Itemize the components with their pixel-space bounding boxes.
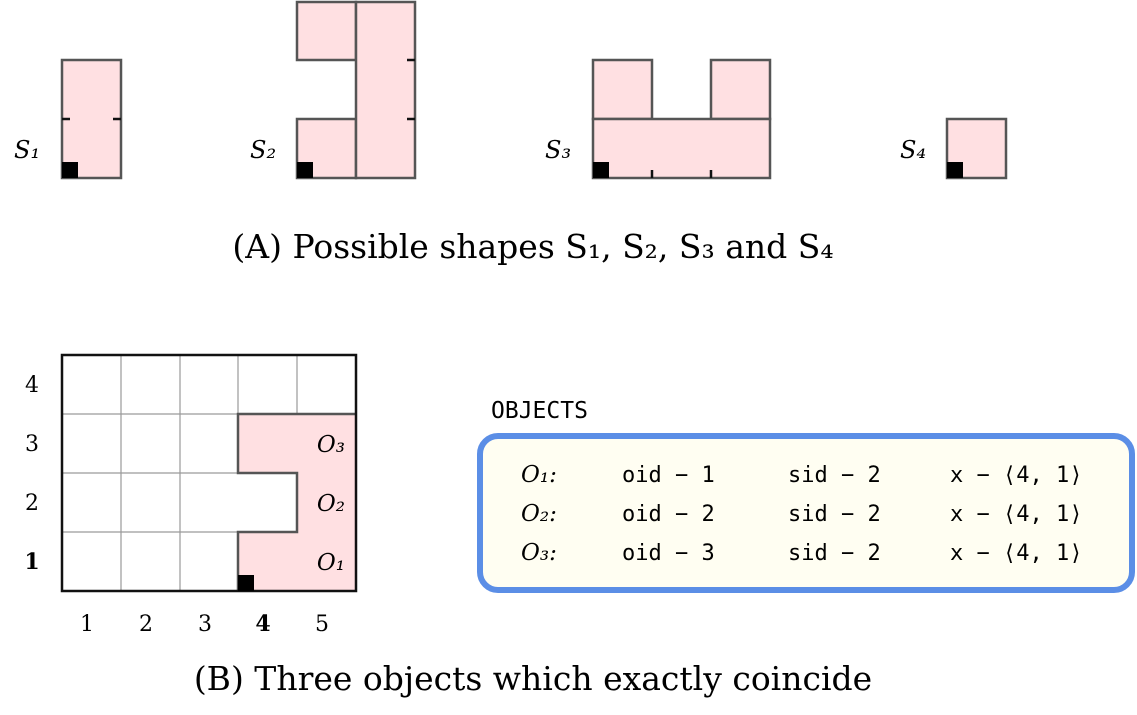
object-row-name: O₁: (521, 462, 557, 488)
shape-s1-body (60, 58, 123, 180)
object-row-sid: sid − 2 (788, 463, 881, 488)
objects-row: O₃: oid − 3 sid − 2 x − ⟨4, 1⟩ (521, 540, 1082, 566)
grid-origin-marker (238, 575, 254, 591)
y-axis-label: 3 (25, 432, 39, 457)
shape-s3-top-left-cell (591, 58, 654, 121)
object-row-oid: oid − 1 (622, 463, 715, 488)
shape-s3-top-right-cell (709, 58, 772, 121)
object-row-sid: sid − 2 (788, 541, 881, 566)
x-axis-label-bold: 4 (255, 611, 270, 637)
object-label-o3: O₃ (317, 432, 345, 458)
object-label-o2: O₂ (317, 491, 345, 517)
y-axis-label: 4 (25, 373, 39, 398)
shape-s4-origin-marker (947, 162, 963, 178)
object-row-name: O₂: (521, 501, 557, 527)
shapes-panel: S₁ S₂ S₃ S₄ (A) Possible s (14, 0, 1008, 266)
shape-s3: S₃ (545, 58, 772, 180)
shape-s2: S₂ (250, 0, 417, 180)
shape-s2-column (354, 0, 417, 180)
shape-s1-label: S₁ (14, 136, 40, 164)
object-row-x: x − ⟨4, 1⟩ (950, 541, 1082, 566)
shapes-caption: (A) Possible shapes S₁, S₂, S₃ and S₄ (232, 227, 833, 266)
x-axis-label: 1 (80, 612, 94, 637)
objects-panel: OBJECTS O₁: oid − 1 sid − 2 x − ⟨4, 1⟩ O… (477, 398, 1135, 593)
shape-s2-origin-marker (297, 162, 313, 178)
objects-outline (236, 412, 356, 591)
object-row-sid: sid − 2 (788, 502, 881, 527)
grid-border (60, 353, 358, 593)
objects-row: O₁: oid − 1 sid − 2 x − ⟨4, 1⟩ (521, 462, 1082, 488)
grid-panel: O₃ O₂ O₁ 4 3 2 1 1 2 3 4 5 (B) Three obj… (24, 353, 872, 698)
shape-s1: S₁ (14, 58, 123, 180)
object-label-o1: O₁ (317, 550, 345, 576)
x-axis-label: 3 (198, 612, 212, 637)
x-axis-label: 5 (315, 612, 329, 637)
object-row-oid: oid − 2 (622, 502, 715, 527)
shape-s3-label: S₃ (545, 136, 571, 164)
object-row-name: O₃: (521, 540, 557, 566)
x-axis-label: 2 (139, 612, 153, 637)
y-axis-label-bold: 1 (24, 549, 39, 575)
objects-title: OBJECTS (491, 398, 588, 424)
shape-s3-origin-marker (593, 162, 609, 178)
shape-s1-origin-marker (62, 162, 78, 178)
shape-s2-top-left-cell (295, 0, 358, 62)
object-row-x: x − ⟨4, 1⟩ (950, 463, 1082, 488)
objects-row: O₂: oid − 2 sid − 2 x − ⟨4, 1⟩ (521, 501, 1082, 527)
y-axis-label: 2 (25, 491, 39, 516)
shape-s3-base (591, 117, 772, 180)
shape-s4-label: S₄ (900, 136, 926, 164)
shape-s2-label: S₂ (250, 136, 276, 164)
object-row-oid: oid − 3 (622, 541, 715, 566)
grid-caption: (B) Three objects which exactly coincide (194, 659, 872, 698)
object-row-x: x − ⟨4, 1⟩ (950, 502, 1082, 527)
shape-s4: S₄ (900, 117, 1008, 180)
objects-box (477, 433, 1135, 593)
